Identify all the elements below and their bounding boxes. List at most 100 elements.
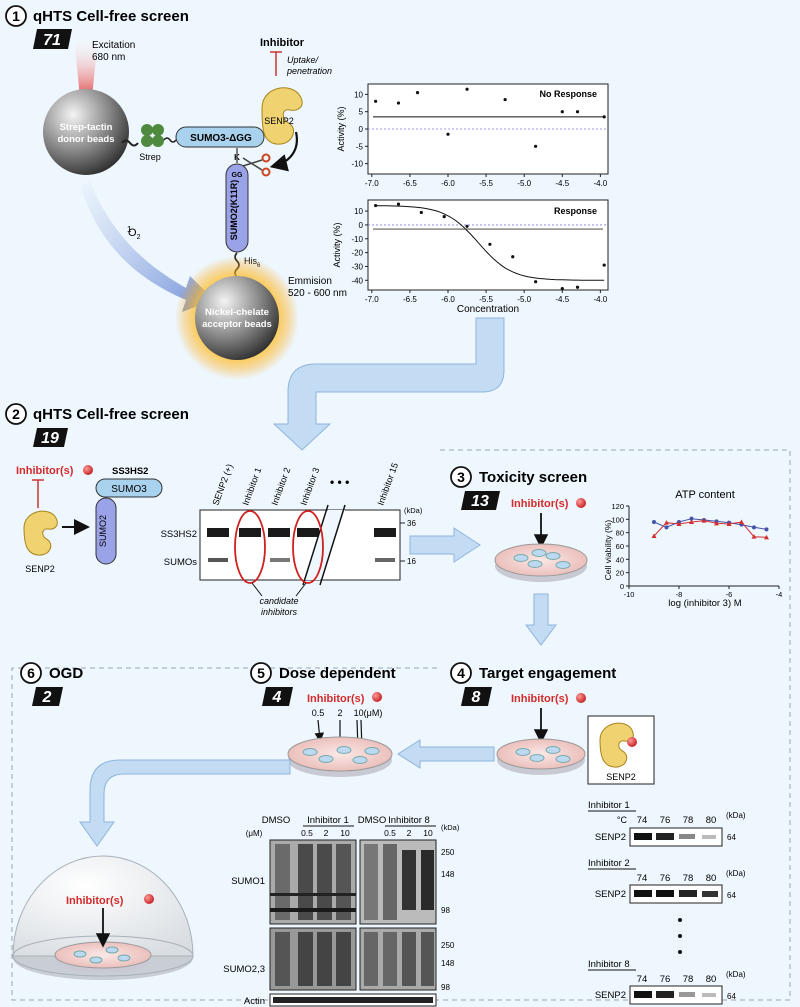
candidate-label-2: inhibitors xyxy=(261,607,298,617)
gel-row-ss3hs2: SS3HS2 xyxy=(161,529,197,540)
svg-text:6: 6 xyxy=(27,665,35,681)
gel-col-5: Inhibitor 15 xyxy=(375,461,400,506)
excitation-label: Excitation xyxy=(92,40,135,51)
step3-header: 3 Toxicity screen 13 xyxy=(450,466,587,510)
svg-text:16: 16 xyxy=(407,557,416,566)
svg-text:74: 74 xyxy=(637,815,648,826)
acceptor-bead: Nickel-chelate acceptor beads xyxy=(175,256,299,380)
data-point xyxy=(560,110,564,114)
step3-badge: 13 xyxy=(471,493,489,510)
data-point xyxy=(534,144,538,148)
data-point xyxy=(689,519,694,524)
svg-text:80: 80 xyxy=(706,974,717,985)
step2-header: 2 qHTS Cell-free screen 19 xyxy=(5,403,189,447)
excitation-beam xyxy=(74,36,98,98)
step4-inhibitors-label: Inhibitor(s) xyxy=(511,693,569,705)
emission-wavelength: 520 - 600 nm xyxy=(288,288,347,299)
x-tick-label: -4.0 xyxy=(593,295,607,304)
plot-atp-content: ATP content Cell viability (%) log (inhi… xyxy=(603,489,782,609)
svg-text:148: 148 xyxy=(441,870,455,879)
data-point xyxy=(442,215,446,219)
svg-text:80: 80 xyxy=(706,815,717,826)
svg-text:64: 64 xyxy=(727,833,736,842)
step4-header: 4 Target engagement 8 xyxy=(450,662,616,706)
x-tick-label: -4.5 xyxy=(555,179,569,188)
candidate-label-1: candidate xyxy=(259,596,298,606)
x-tick-label: -7.0 xyxy=(365,295,379,304)
gel-col-2: Inhibitor 1 xyxy=(240,466,263,507)
svg-text:SENP2: SENP2 xyxy=(606,772,636,782)
data-point xyxy=(575,110,580,114)
x-tick-label: -7.0 xyxy=(365,179,379,188)
step4-badge: 8 xyxy=(472,689,481,706)
svg-text:2: 2 xyxy=(12,406,20,422)
y-tick-label: 0 xyxy=(620,582,624,591)
step2-title: qHTS Cell-free screen xyxy=(33,406,189,423)
x-tick-label: -6.0 xyxy=(441,179,455,188)
y-tick-label: 20 xyxy=(616,569,624,578)
data-point xyxy=(651,533,657,538)
data-point xyxy=(602,115,606,119)
svg-text:°C: °C xyxy=(617,815,628,825)
svg-text:Inhibitor 2: Inhibitor 2 xyxy=(588,858,630,869)
gel-screen xyxy=(199,504,401,586)
svg-text:(μM): (μM) xyxy=(246,829,263,838)
svg-text:80: 80 xyxy=(706,873,717,884)
sumo2-box xyxy=(95,497,117,565)
donor-bead: Strep-tactin donor beads xyxy=(43,89,129,175)
vertical-ellipsis xyxy=(678,918,682,954)
strep-clover xyxy=(141,124,164,147)
data-point xyxy=(751,534,757,539)
svg-text:Response: Response xyxy=(554,206,597,216)
data-point xyxy=(465,87,469,91)
singlet-oxygen-label: O2 xyxy=(128,227,141,241)
data-point xyxy=(446,132,450,136)
svg-text:Inhibitor 8: Inhibitor 8 xyxy=(588,959,630,970)
x-tick-label: -6 xyxy=(726,590,733,599)
svg-text:98: 98 xyxy=(441,906,450,915)
y-tick-label: -10 xyxy=(351,235,363,244)
step5-title: Dose dependent xyxy=(279,665,396,682)
svg-text:0.5: 0.5 xyxy=(301,828,313,838)
x-tick-label: -6.5 xyxy=(403,295,417,304)
step5-inhibitors-label: Inhibitor(s) xyxy=(307,693,365,705)
x-tick-label: -4.5 xyxy=(555,295,569,304)
cetsa-panel-2: Inhibitor 2 74 76 78 80 (kDa) SENP2 64 xyxy=(588,858,746,904)
ss3hs2-label: SS3HS2 xyxy=(112,466,148,477)
inhibitor-label: Inhibitor xyxy=(260,37,305,49)
svg-text:SUMO3: SUMO3 xyxy=(111,484,147,495)
sumo2-k11r-box xyxy=(225,163,249,253)
sumo3-box xyxy=(95,478,163,498)
step1-title: qHTS Cell-free screen xyxy=(33,8,189,25)
x-tick-label: -6.0 xyxy=(441,295,455,304)
x-tick-label: -5.0 xyxy=(517,295,531,304)
svg-text:74: 74 xyxy=(637,974,648,985)
dose-2: 2 xyxy=(337,708,342,718)
connector-arrow-5-6 xyxy=(79,759,291,847)
step1-header: 1 qHTS Cell-free screen 71 xyxy=(5,5,189,49)
svg-text:3: 3 xyxy=(457,469,465,485)
data-point xyxy=(652,520,656,524)
data-point xyxy=(764,534,769,540)
cetsa-panel-1: Inhibitor 1 °C 74 76 78 80 (kDa) SENP2 6… xyxy=(588,800,746,847)
step1-number: 1 xyxy=(12,8,20,24)
plot-no-response: No Response Activity (%) 1050-5-10-7.0-6… xyxy=(336,83,609,188)
step6-badge: 2 xyxy=(42,689,52,706)
data-point xyxy=(374,99,378,103)
data-point xyxy=(419,210,423,215)
data-point xyxy=(503,97,507,102)
svg-text:DMSO: DMSO xyxy=(358,815,387,826)
y-tick-label: 0 xyxy=(359,125,364,134)
data-point xyxy=(488,242,492,246)
svg-text:Activity (%): Activity (%) xyxy=(332,222,342,267)
gel-kda-label: (kDa) xyxy=(404,506,423,515)
y-tick-label: 0 xyxy=(359,221,364,230)
x-tick-label: -5.5 xyxy=(479,295,493,304)
y-tick-label: -10 xyxy=(351,160,363,169)
excitation-wavelength: 680 nm xyxy=(92,52,125,63)
svg-text:4: 4 xyxy=(457,665,465,681)
step4-title: Target engagement xyxy=(479,665,616,682)
y-tick-label: 100 xyxy=(611,515,624,524)
step2-inhibitors-label: Inhibitor(s) xyxy=(16,465,74,477)
